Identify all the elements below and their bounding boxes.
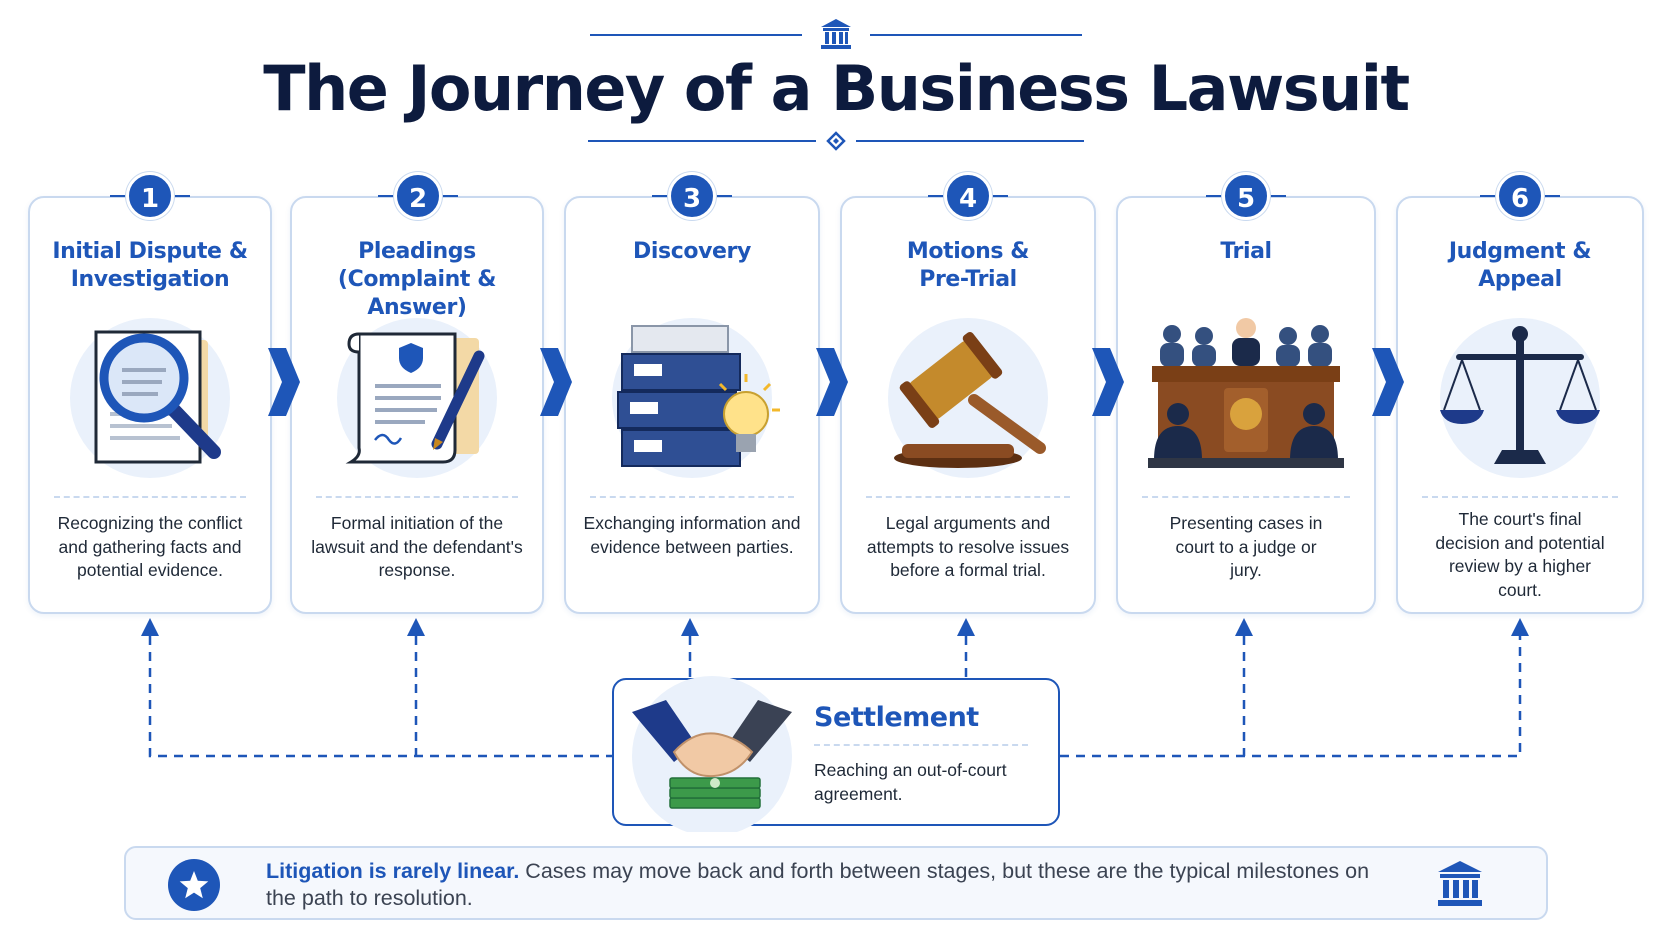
stage-description: Legal arguments and attempts to resolve … bbox=[866, 513, 1070, 580]
stage-divider bbox=[54, 496, 246, 498]
chevron-right-icon bbox=[816, 348, 848, 416]
stage-divider bbox=[590, 496, 794, 498]
stage-title: Discovery bbox=[633, 239, 751, 264]
handshake-money-icon bbox=[632, 676, 792, 832]
note-text: Litigation is rarely linear. Cases may m… bbox=[266, 858, 1396, 912]
step-number-badge: 1 bbox=[126, 172, 174, 220]
stage-title: Initial Dispute &Investigation bbox=[52, 239, 248, 292]
step-number-badge: 6 bbox=[1496, 172, 1544, 220]
stage-divider bbox=[866, 496, 1070, 498]
step-number-badge: 5 bbox=[1222, 172, 1270, 220]
settlement-title: Settlement bbox=[814, 702, 979, 733]
magnifying-glass-document-icon bbox=[70, 318, 230, 478]
header-rule-bottom-left bbox=[588, 140, 816, 142]
header-rule-bottom-right bbox=[856, 140, 1084, 142]
stage-card-1: Initial Dispute &Investigation Recognizi… bbox=[28, 196, 272, 614]
page-title: The Journey of a Business Lawsuit bbox=[263, 52, 1410, 125]
header-rule-top-left bbox=[590, 34, 802, 36]
chevron-right-icon bbox=[1092, 348, 1124, 416]
stage-title: Pleadings(Complaint & Answer) bbox=[337, 239, 497, 320]
note-emphasis: Litigation is rarely linear. bbox=[266, 859, 520, 883]
step-number-badge: 4 bbox=[944, 172, 992, 220]
legal-document-pen-icon bbox=[337, 318, 497, 478]
stage-description: Exchanging information and evidence betw… bbox=[583, 513, 801, 557]
stage-divider bbox=[1422, 496, 1618, 498]
settlement-divider bbox=[814, 744, 1028, 746]
stage-title: Judgment &Appeal bbox=[1448, 239, 1592, 292]
scales-of-justice-icon bbox=[1440, 318, 1600, 478]
note-body: Cases may move back and forth between st… bbox=[266, 859, 1370, 910]
star-badge bbox=[168, 859, 220, 911]
courthouse-icon bbox=[1438, 861, 1482, 906]
chevron-right-icon bbox=[540, 348, 572, 416]
file-boxes-lightbulb-icon bbox=[612, 318, 780, 478]
stage-card-3: Discovery Exchanging information and evi… bbox=[564, 196, 820, 614]
stage-description: The court's final decision and potential… bbox=[1435, 509, 1605, 600]
chevron-right-icon bbox=[268, 348, 300, 416]
stage-title: Trial bbox=[1220, 239, 1272, 264]
star-icon bbox=[179, 871, 209, 899]
step-number-badge: 3 bbox=[668, 172, 716, 220]
chevron-right-icon bbox=[1372, 348, 1404, 416]
courthouse-icon bbox=[821, 19, 851, 49]
stage-card-6: Judgment &Appeal The court's final decis… bbox=[1396, 196, 1644, 614]
settlement-box: Settlement Reaching an out-of-court agre… bbox=[612, 676, 1060, 832]
settlement-description: Reaching an out-of-court agreement. bbox=[814, 760, 1007, 804]
courtroom-icon bbox=[1148, 318, 1344, 468]
step-number-badge: 2 bbox=[394, 172, 442, 220]
stage-divider bbox=[1142, 496, 1350, 498]
stage-card-4: Motions &Pre-Trial Legal arguments and a… bbox=[840, 196, 1096, 614]
stage-divider bbox=[316, 496, 518, 498]
stage-description: Formal initiation of the lawsuit and the… bbox=[311, 513, 523, 580]
stage-description: Recognizing the conflict and gathering f… bbox=[57, 513, 243, 580]
gavel-icon bbox=[888, 318, 1048, 478]
stage-card-2: Pleadings(Complaint & Answer) Formal ini… bbox=[290, 196, 544, 614]
stage-title: Motions &Pre-Trial bbox=[906, 239, 1030, 292]
footer-note: Litigation is rarely linear. Cases may m… bbox=[124, 846, 1548, 920]
header-rule-top-right bbox=[870, 34, 1082, 36]
stage-description: Presenting cases in court to a judge or … bbox=[1169, 513, 1323, 580]
stage-card-5: Trial Presenting cases in court to a jud… bbox=[1116, 196, 1376, 614]
diamond-ornament-icon bbox=[826, 131, 846, 151]
